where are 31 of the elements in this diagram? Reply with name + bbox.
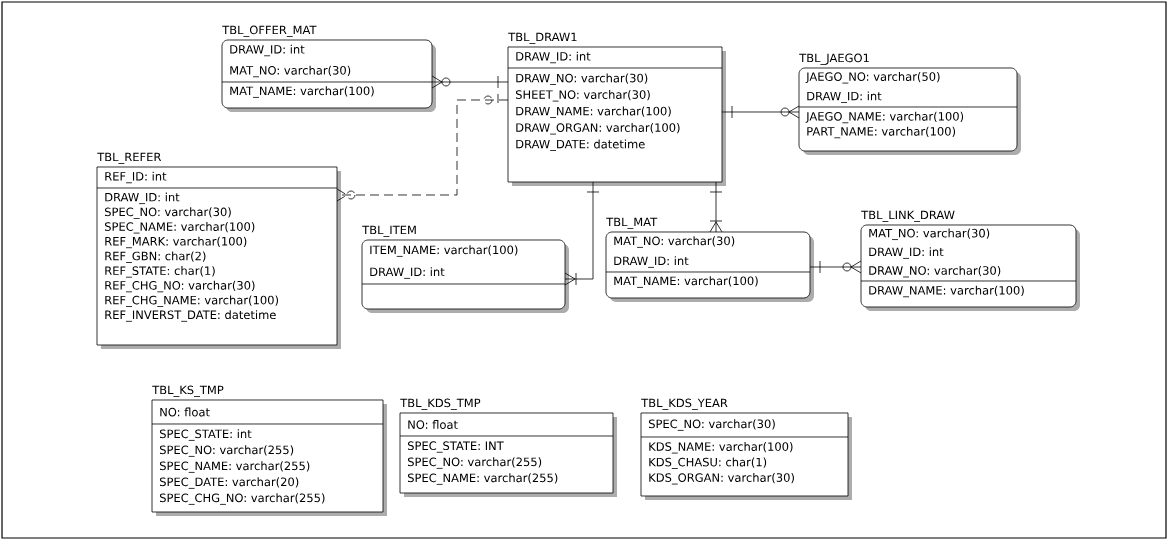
attribute-text: MAT_NAME: varchar(100): [614, 276, 758, 288]
attribute-text: DRAW_ID: int: [370, 267, 445, 279]
attribute-text: PART_NAME: varchar(100): [807, 126, 956, 139]
entity-name: TBL_DRAW1: [508, 32, 577, 44]
attribute-text: DRAW_DATE: datetime: [516, 139, 645, 151]
relationship-line: [431, 75, 509, 89]
entity-name: TBL_KDS_TMP: [400, 398, 481, 410]
entity-name: TBL_KS_TMP: [152, 385, 224, 397]
attribute-text: MAT_NO: varchar(30): [614, 236, 735, 248]
attribute-text: JAEGO_NO: varchar(50): [805, 72, 940, 84]
relationship-line: [721, 105, 800, 119]
entity-name: TBL_JAEGO1: [799, 53, 869, 65]
attribute-text: DRAW_NO: varchar(30): [516, 73, 648, 85]
attribute-text: JAEGO_NAME: varchar(100): [805, 111, 964, 124]
entity-name: TBL_MAT: [606, 217, 658, 229]
entity-name: TBL_ITEM: [362, 225, 416, 237]
entity-name: TBL_REFER: [97, 152, 162, 164]
attribute-text: SHEET_NO: varchar(30): [515, 90, 650, 102]
attribute-text: ITEM_NAME: varchar(100): [370, 245, 518, 257]
attribute-text: DRAW_NAME: varchar(100): [516, 106, 671, 118]
relationship-line: [709, 181, 723, 233]
relationship-line: [809, 260, 862, 274]
relationship-line: [336, 93, 509, 202]
entity-name: TBL_LINK_DRAW: [861, 210, 955, 222]
entity-name: TBL_KDS_YEAR: [641, 398, 728, 410]
attribute-text: DRAW_ID: int: [614, 256, 689, 268]
entity-name: TBL_OFFER_MAT: [222, 25, 317, 37]
attribute-text: DRAW_ID: int: [516, 51, 591, 64]
attribute-text: DRAW_ID: int: [807, 91, 882, 103]
relationship-line: [564, 181, 600, 286]
attribute-text: DRAW_ORGAN: varchar(100): [516, 123, 680, 135]
